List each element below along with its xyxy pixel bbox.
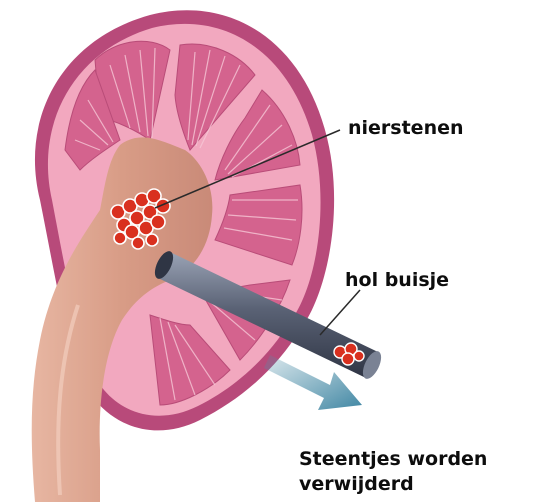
leader-line-tube (320, 290, 360, 335)
label-stones-removed: Steentjes worden verwijderd (299, 447, 487, 497)
label-stones-removed-line2: verwijderd (299, 472, 487, 497)
label-hollow-tube: hol buisje (345, 268, 449, 293)
label-stones-removed-line1: Steentjes worden (299, 447, 487, 472)
label-kidney-stones: nierstenen (348, 116, 464, 141)
